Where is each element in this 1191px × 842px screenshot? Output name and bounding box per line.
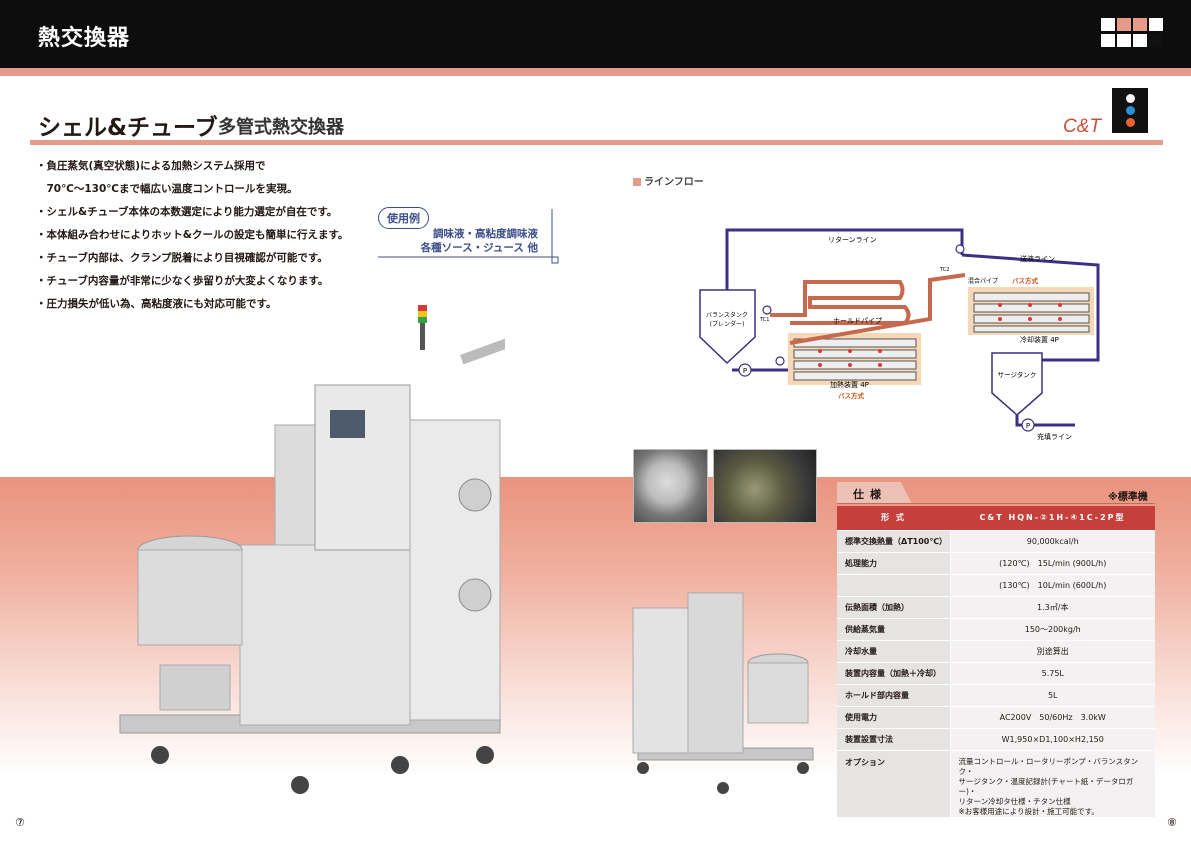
- table-row: (130℃) 10L/min (600L/h): [837, 574, 1155, 597]
- spec-header-value: C&T HQN-②1H-④1C-2P型: [950, 506, 1155, 531]
- spec-table: 形 式 C&T HQN-②1H-④1C-2P型 標準交換熱量（ΔT100℃）90…: [837, 506, 1155, 818]
- line-flow-diagram: P P リターンライン 送液ライン 混合パイプ バス方式 冷却装置 4P バラン…: [699, 228, 1100, 441]
- feature-item: ・チューブ内部は、クランプ脱着により目視確認が可能です。: [36, 252, 328, 264]
- table-row: 標準交換熱量（ΔT100℃）90,000kcal/h: [837, 530, 1155, 553]
- page-number-left: ⑦: [15, 816, 25, 829]
- section-title: 熱交換器: [38, 26, 131, 51]
- table-row: 装置内容量（加熱＋冷却）5.75L: [837, 662, 1155, 685]
- clamp-fitting-photo: [713, 449, 817, 523]
- feature-item: ・チューブ内容量が非常に少なく歩留りが大変よくなります。: [36, 275, 329, 287]
- square-bullet-icon: [633, 178, 641, 186]
- spec-header-key: 形 式: [837, 506, 950, 531]
- heat-exchanger-machine-image: [119, 305, 505, 794]
- option-value: 流量コントロール・ロータリーポンプ・バランスタンク・ サージタンク・温度記録計(…: [949, 750, 1155, 818]
- svg-text:混合パイプ: 混合パイプ: [968, 277, 998, 285]
- option-key: オプション: [837, 750, 950, 818]
- svg-text:バス方式: バス方式: [1012, 276, 1039, 285]
- svg-text:サージタンク: サージタンク: [998, 370, 1037, 379]
- header-stripe: [0, 68, 1191, 76]
- grid-logo-icon: [1101, 18, 1163, 47]
- svg-text:P: P: [743, 367, 747, 375]
- usage-line: 調味液・高粘度調味液: [433, 228, 538, 240]
- page-number-right: ⑧: [1167, 816, 1177, 829]
- spec-tab: 仕様: [837, 482, 912, 504]
- feature-list: ・負圧蒸気(真空状態)による加熱システム採用で 70℃～130℃まで幅広い温度コ…: [36, 155, 376, 316]
- svg-text:バランスタンク: バランスタンク: [706, 311, 748, 319]
- table-row: 伝熱面積（加熱）1.3㎡/本: [837, 596, 1155, 619]
- product-subtitle: 多管式熱交換器: [218, 117, 344, 138]
- usage-line: 各種ソース・ジュース 他: [420, 242, 538, 254]
- svg-text:P: P: [1026, 422, 1030, 430]
- feature-item: ・本体組み合わせによりホット&クールの設定も簡単に行えます。: [36, 229, 349, 241]
- svg-text:(ブレンダー): (ブレンダー): [710, 320, 745, 328]
- svg-text:冷却装置 4P: 冷却装置 4P: [1020, 335, 1059, 344]
- product-title: シェル&チューブ: [38, 115, 218, 141]
- spec-header-row: 形 式 C&T HQN-②1H-④1C-2P型: [837, 506, 1155, 531]
- option-row: オプション 流量コントロール・ロータリーポンプ・バランスタンク・ サージタンク・…: [837, 750, 1155, 818]
- feature-item: ・負圧蒸気(真空状態)による加熱システム採用で: [36, 160, 266, 172]
- svg-text:送液ライン: 送液ライン: [1020, 254, 1055, 263]
- signal-light-icon: [1112, 88, 1148, 133]
- usage-frame: [378, 209, 559, 264]
- svg-text:加熱装置 4P: 加熱装置 4P: [830, 380, 869, 389]
- svg-text:ホールドパイプ: ホールドパイプ: [833, 317, 882, 325]
- feature-item: ・圧力損失が低い為、高粘度液にも対応可能です。: [36, 298, 277, 310]
- svg-text:TC1: TC1: [759, 317, 769, 323]
- feature-item: ・シェル&チューブ本体の本数選定により能力選定が自在です。: [36, 206, 338, 218]
- brand-mark: C&T: [1063, 116, 1101, 137]
- spec-rule: [837, 503, 1155, 504]
- usage-tag: 使用例: [378, 207, 429, 229]
- svg-text:リターンライン: リターンライン: [828, 235, 877, 244]
- svg-text:TC2: TC2: [939, 267, 949, 273]
- table-row: 冷却水量別途算出: [837, 640, 1155, 663]
- lineflow-heading: ラインフロー: [633, 173, 704, 188]
- table-row: 処理能力(120℃) 15L/min (900L/h): [837, 552, 1155, 575]
- spec-note: ※標準機: [1108, 492, 1148, 503]
- tube-end-photo: [633, 449, 708, 523]
- feature-item: 70℃～130℃まで幅広い温度コントロールを実現。: [36, 183, 298, 195]
- usage-box: 使用例 調味液・高粘度調味液 各種ソース・ジュース 他: [378, 207, 560, 265]
- heat-exchanger-side-image: [632, 592, 814, 794]
- header-bar: 熱交換器: [0, 0, 1191, 68]
- title-rule: [30, 140, 1163, 145]
- svg-text:充填ライン: 充填ライン: [1037, 432, 1072, 441]
- svg-text:バス方式: バス方式: [838, 391, 865, 400]
